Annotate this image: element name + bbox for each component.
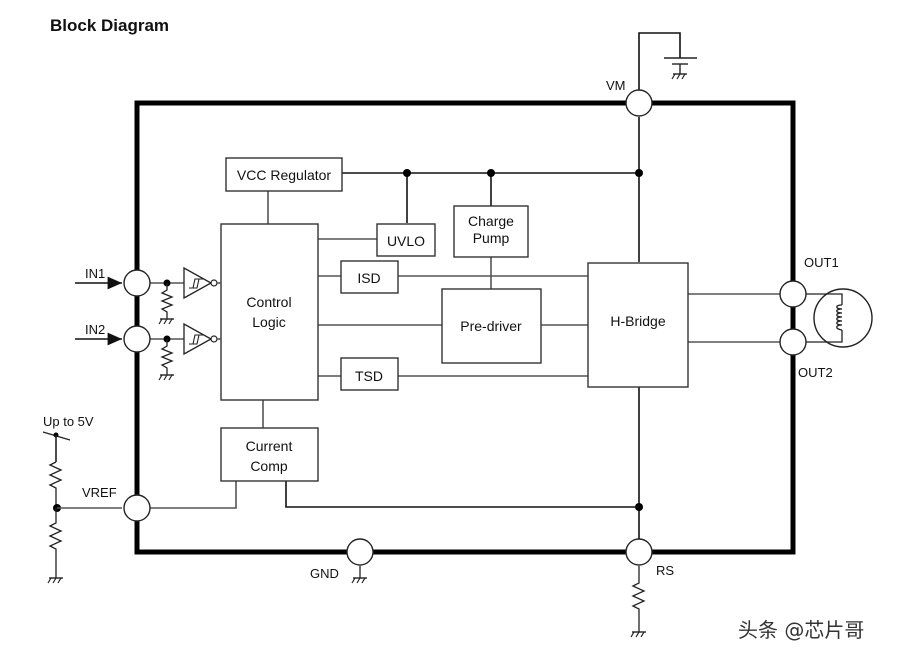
svg-text:TSD: TSD [355,368,383,384]
svg-text:IN1: IN1 [85,266,105,281]
ground-icon [158,374,175,381]
svg-text:Logic: Logic [252,314,285,330]
block-isd: ISD [340,260,399,294]
pin-vref: VREF [82,485,151,522]
resistor-icon [48,508,63,578]
pin-vm: VM [606,78,653,117]
block-uvlo: UVLO [376,223,436,257]
svg-text:VCC Regulator: VCC Regulator [237,167,331,183]
svg-text:Comp: Comp [250,458,288,474]
pin-in2: IN2 [85,322,151,353]
ground-icon [630,631,647,638]
schmitt-inverter-icon [183,266,218,300]
block-h-bridge: H-Bridge [587,262,689,388]
svg-text:Pump: Pump [473,230,510,246]
gnd-ground [351,566,368,584]
svg-text:OUT2: OUT2 [798,365,833,380]
block-pre-driver: Pre-driver [441,288,542,364]
block-charge-pump: Charge Pump [453,205,529,258]
resistor-icon [631,566,646,632]
svg-text:RS: RS [656,563,674,578]
svg-text:H-Bridge: H-Bridge [610,313,665,329]
motor-coil-icon [806,288,873,348]
ground-icon [351,577,368,584]
pin-out2: OUT2 [779,328,833,380]
resistor-icon [48,461,63,508]
pin-rs: RS [625,538,674,578]
block-tsd: TSD [340,357,399,391]
svg-text:VM: VM [606,78,626,93]
vm-supply [638,32,697,90]
input-stage [75,266,221,381]
ground-icon [47,577,64,584]
svg-text:UVLO: UVLO [387,233,425,249]
ground-icon [158,318,175,325]
vref-supply-label: Up to 5V [43,414,94,429]
pin-gnd: GND [310,538,374,581]
svg-text:Control: Control [246,294,291,310]
svg-text:Pre-driver: Pre-driver [460,318,522,334]
resistor-icon [160,339,174,375]
vref-divider: Up to 5V [42,414,122,584]
svg-text:Current: Current [246,438,293,454]
pin-in1: IN1 [85,266,151,297]
diagram-title: Block Diagram [50,16,169,35]
svg-text:ISD: ISD [357,270,380,286]
svg-text:OUT1: OUT1 [804,255,839,270]
svg-text:Charge: Charge [468,213,514,229]
schmitt-inverter-icon [183,322,218,356]
block-control-logic: Control Logic [220,223,319,401]
pin-out1: OUT1 [779,255,839,308]
resistor-icon [160,283,174,319]
block-current-comp: Current Comp [220,427,319,482]
svg-text:IN2: IN2 [85,322,105,337]
ground-icon [671,73,688,80]
internal-wiring [150,117,780,539]
rs-sense-resistor [630,566,647,638]
block-vcc-regulator: VCC Regulator [225,157,343,192]
svg-text:VREF: VREF [82,485,117,500]
watermark: 头条 @芯片哥 [738,618,864,642]
svg-text:GND: GND [310,566,339,581]
